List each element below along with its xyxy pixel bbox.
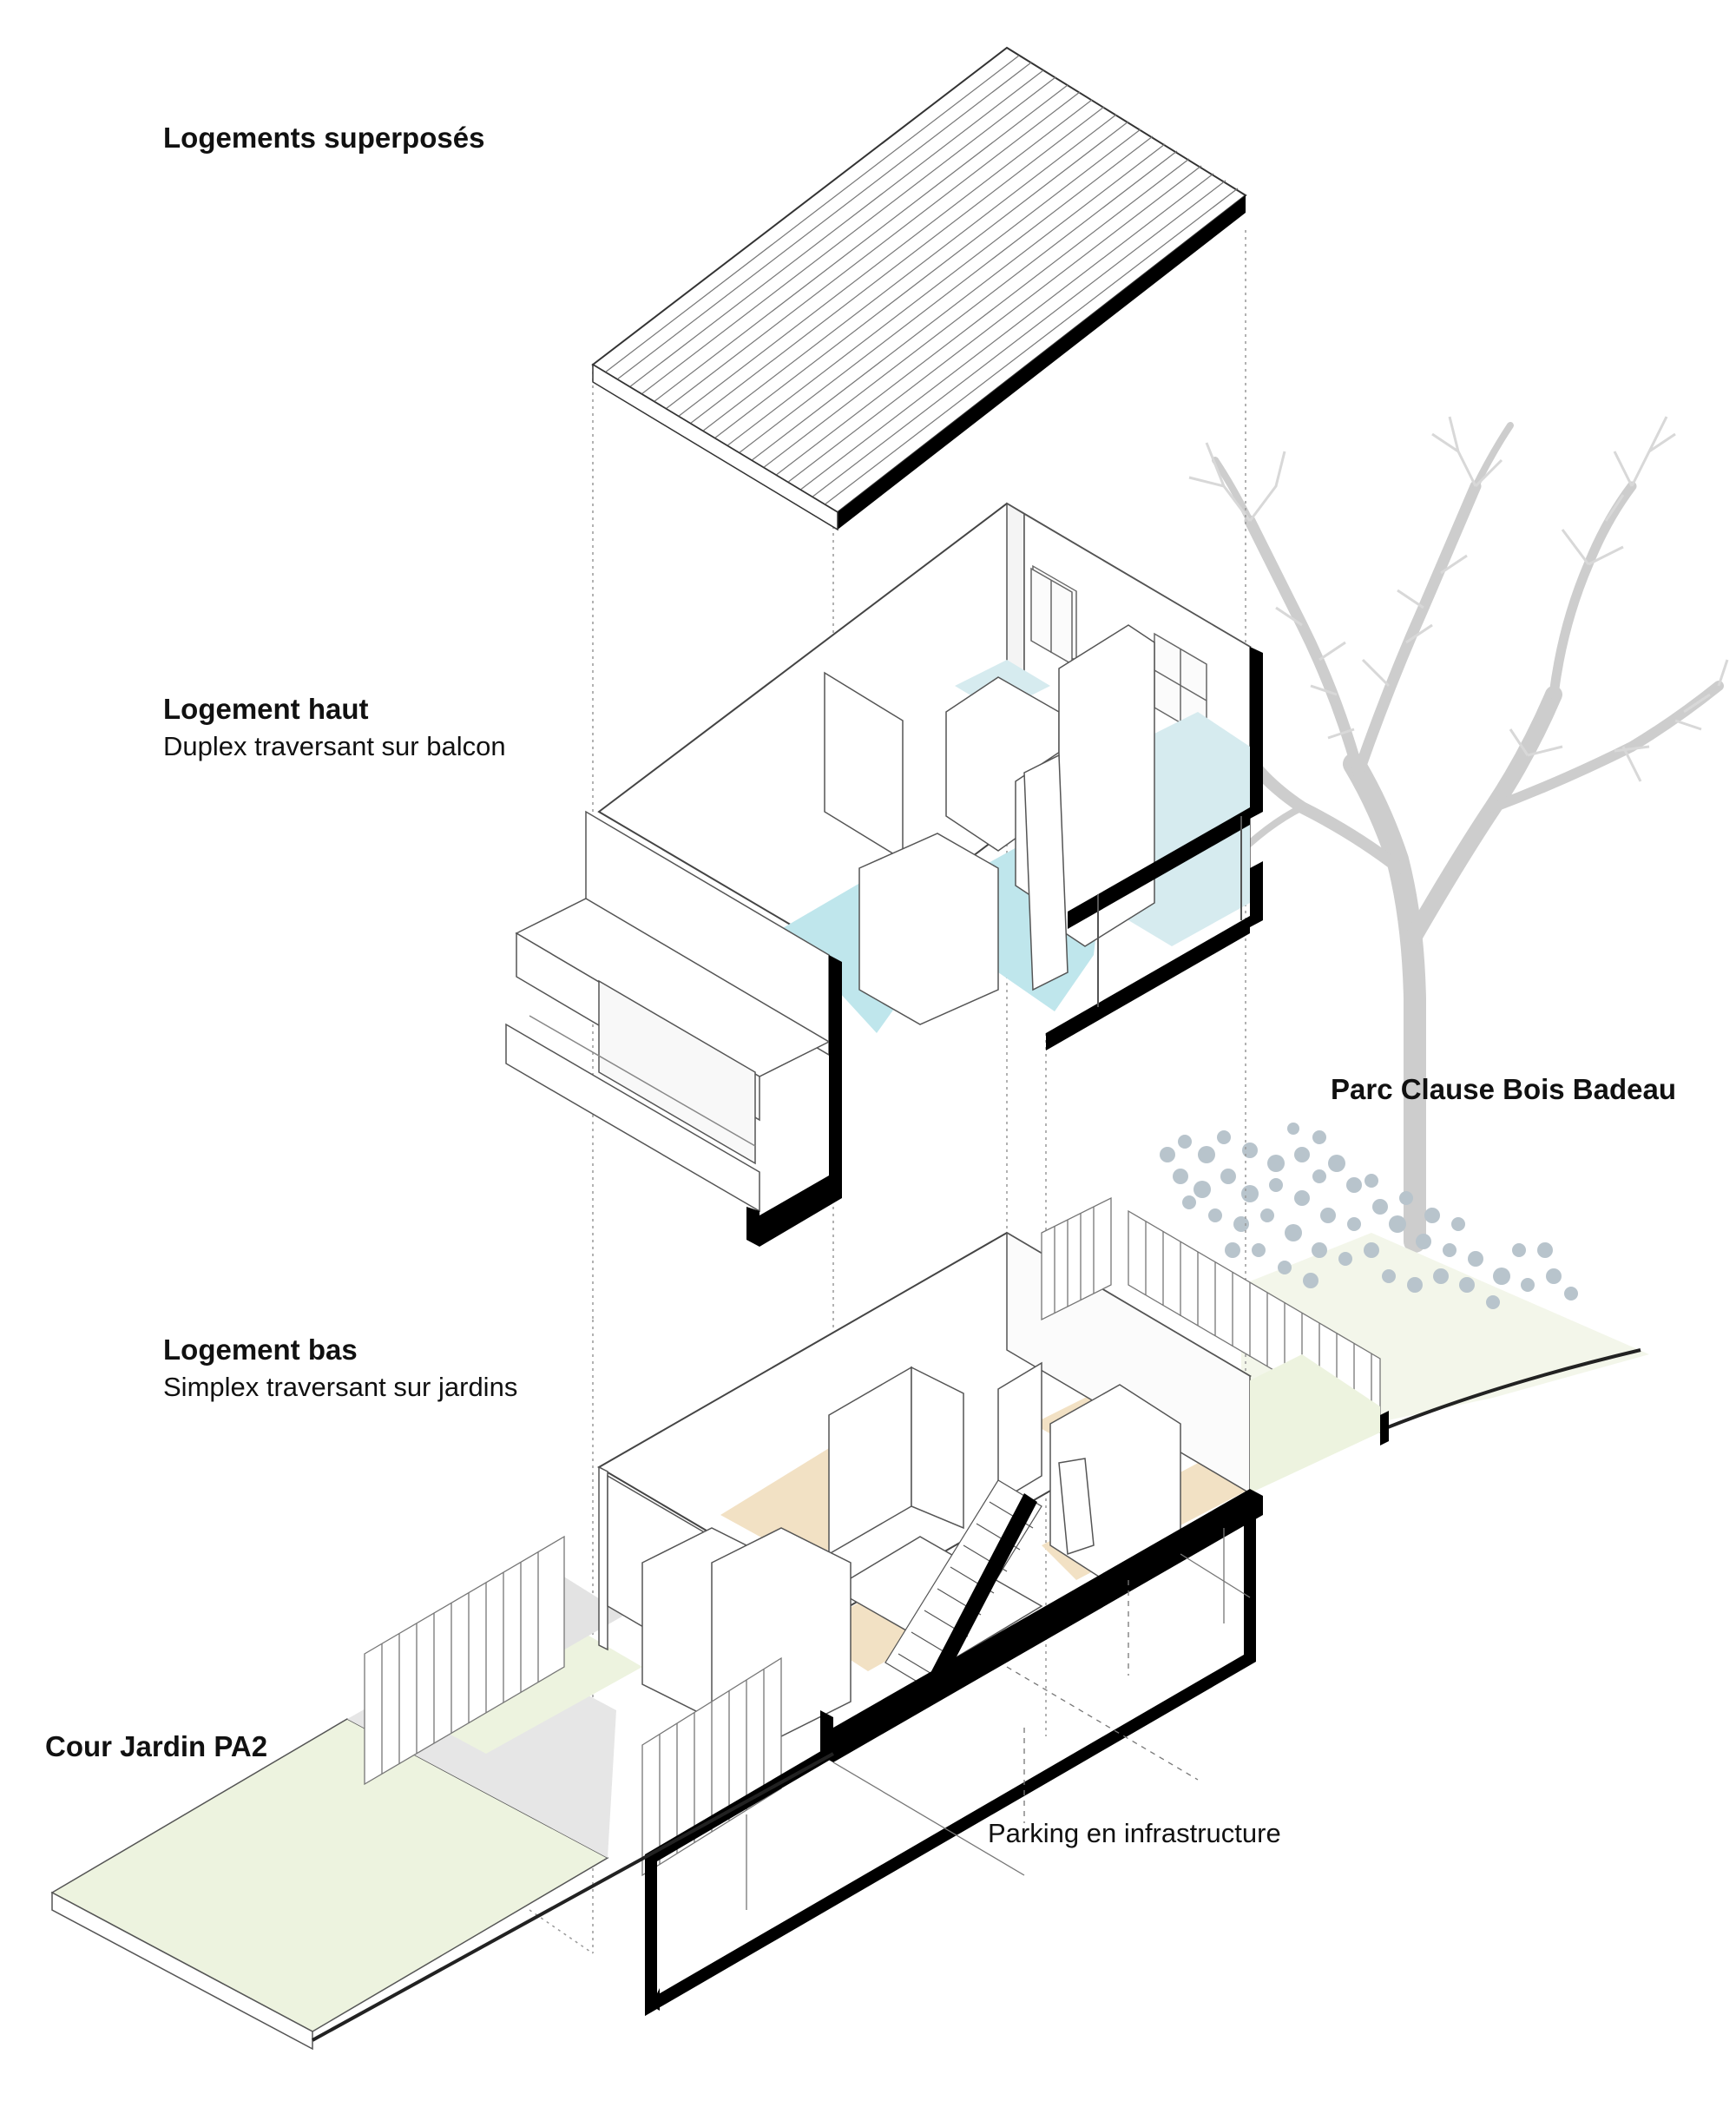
ground-line-left <box>312 1752 834 2042</box>
upper-unit-label: Logement haut Duplex traversant sur balc… <box>163 693 506 762</box>
lower-unit-description: Simplex traversant sur jardins <box>163 1372 518 1402</box>
park-label: Parc Clause Bois Badeau <box>1331 1073 1676 1105</box>
garden-right <box>1250 1354 1380 1493</box>
foliage <box>1160 1123 1578 1309</box>
upper-unit <box>505 502 1263 1247</box>
upper-unit-description: Duplex traversant sur balcon <box>163 731 506 761</box>
lower-unit-name: Logement bas <box>163 1333 358 1366</box>
diagram-title: Logements superposés <box>163 122 485 154</box>
parking-label: Parking en infrastructure <box>988 1818 1281 1848</box>
lower-unit-label: Logement bas Simplex traversant sur jard… <box>163 1333 517 1403</box>
parking-box <box>645 1495 1256 2017</box>
fence-left <box>364 1535 782 1877</box>
lower-unit <box>50 1196 1389 2051</box>
upper-unit-name: Logement haut <box>163 693 369 725</box>
courtyard-label: Cour Jardin PA2 <box>45 1730 268 1762</box>
tree-trunk <box>1194 422 1724 1253</box>
roof-slab <box>591 46 1247 531</box>
